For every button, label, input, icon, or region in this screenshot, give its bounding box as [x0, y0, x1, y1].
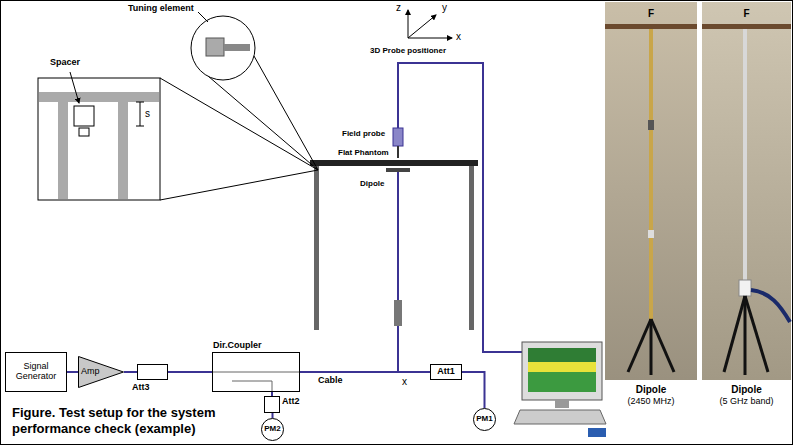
attenuator-box: Att2	[264, 396, 280, 413]
node-label: Signal Generator	[6, 362, 66, 382]
cable-connector	[462, 372, 485, 408]
photo-caption: Dipole	[702, 384, 791, 395]
node-label: Amp	[81, 367, 100, 377]
part-label: Flat Phantom	[338, 149, 389, 158]
dimension-label: s	[145, 108, 150, 119]
photo-caption: Dipole	[605, 384, 697, 395]
node-label: Dir.Coupler	[213, 341, 262, 351]
cable-connector	[67, 371, 78, 373]
part-label: Cable	[318, 376, 343, 386]
photo-caption: (2450 MHz)	[605, 397, 697, 407]
node-label: PM2	[264, 425, 280, 434]
axis-label: x	[456, 31, 461, 42]
callout-label: Tuning element	[128, 4, 194, 14]
node-label: Att2	[282, 397, 300, 407]
callout-label: Spacer	[50, 58, 80, 68]
cable-connector	[300, 371, 430, 373]
attenuator-box: Att1	[430, 364, 462, 380]
node-label: Att1	[437, 367, 455, 377]
power-meter-circle: PM2	[261, 418, 284, 441]
attenuator-box: Att3	[137, 364, 168, 380]
cable-connector	[168, 371, 212, 373]
signal-generator-box: Signal Generator	[5, 352, 67, 392]
node-label: Att3	[132, 383, 150, 393]
figure-caption: Figure. Test setup for the system perfor…	[12, 405, 254, 436]
power-meter-circle: PM1	[473, 408, 496, 431]
part-label: 3D Probe positioner	[370, 47, 446, 56]
photo-marker: F	[605, 8, 697, 19]
axis-label: y	[442, 2, 447, 13]
photo-caption: (5 GHz band)	[702, 397, 791, 407]
node-label: PM1	[476, 415, 492, 424]
photo-marker: F	[702, 8, 791, 19]
part-label: Field probe	[342, 130, 385, 139]
directional-coupler-box: Dir.Coupler	[212, 352, 300, 392]
cable-connector	[124, 371, 137, 373]
axis-label: z	[396, 2, 401, 13]
amplifier-triangle: Amp	[78, 356, 124, 388]
junction-label: x	[402, 376, 407, 387]
part-label: Dipole	[360, 180, 384, 189]
